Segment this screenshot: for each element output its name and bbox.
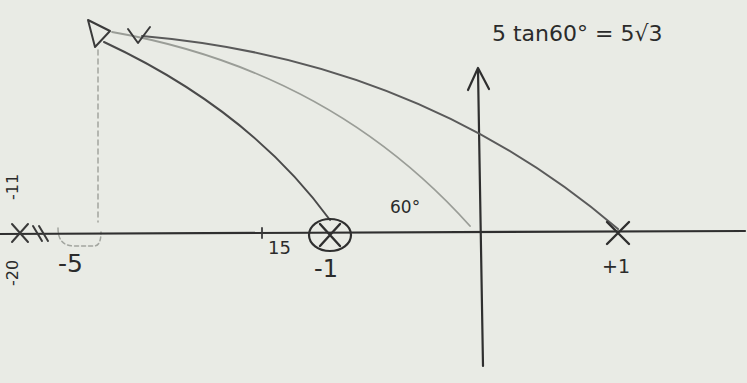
arrowhead <box>88 20 110 47</box>
guide-line <box>97 50 99 222</box>
axis-tick <box>261 228 263 238</box>
axis-arrowhead <box>468 68 489 90</box>
axis-label: -20 <box>4 258 22 288</box>
imaginary-axis <box>478 70 483 366</box>
axis-label: -11 <box>4 172 22 202</box>
bracket <box>58 228 101 246</box>
zero-circle <box>309 219 351 251</box>
real-axis <box>0 231 745 234</box>
locus-branch <box>142 36 618 229</box>
axis-label: -5 <box>56 250 85 278</box>
axis-label: 60° <box>388 198 422 217</box>
pole-mark <box>33 226 48 241</box>
arrowhead <box>128 27 150 43</box>
pole-mark <box>607 222 629 244</box>
pole-mark <box>320 224 340 246</box>
axis-label: -1 <box>312 256 340 282</box>
axis-label: 15 <box>266 238 293 258</box>
axis-label: 5 tan60° = 5√3 <box>490 22 664 46</box>
axis-label: +1 <box>600 256 632 277</box>
locus-branch <box>104 42 330 220</box>
pole-mark <box>12 224 28 242</box>
